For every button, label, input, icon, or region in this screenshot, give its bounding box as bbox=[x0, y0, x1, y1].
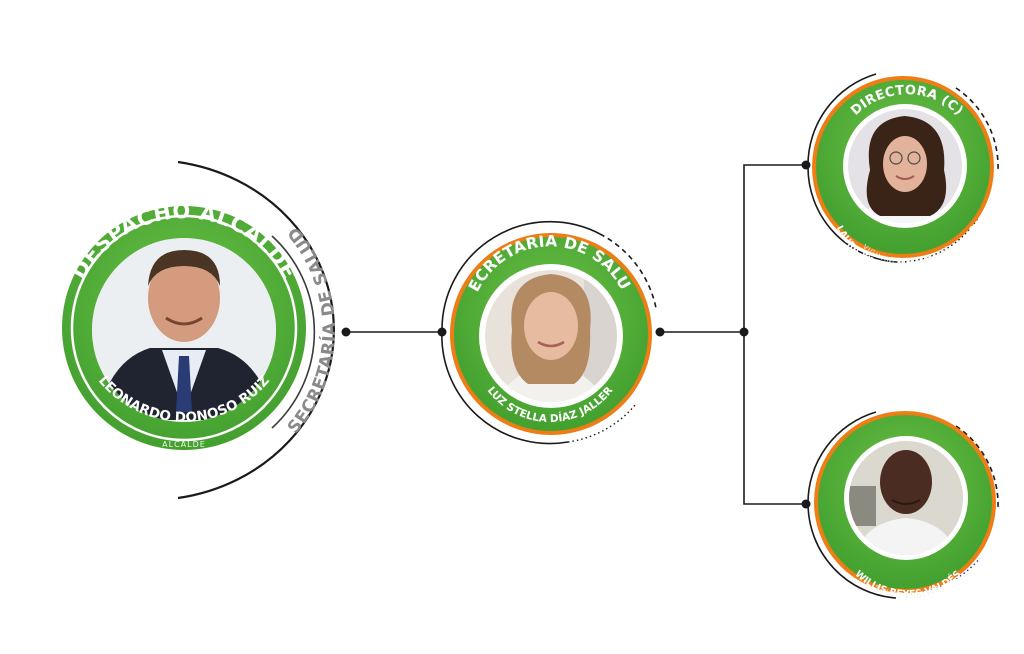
line-branch-directors bbox=[743, 164, 806, 505]
dot-director bbox=[801, 499, 811, 509]
dot-secretaria-right bbox=[655, 327, 665, 337]
outer-arc-solid bbox=[807, 73, 897, 263]
outer-arc-solid bbox=[441, 220, 601, 445]
node-directora[interactable]: DIRECTORA (C) LAURA XIMENA MARTÍNEZ ARTU… bbox=[807, 73, 999, 276]
outer-arc-dashed bbox=[955, 425, 999, 509]
dot-despacho bbox=[341, 327, 351, 337]
dot-directora bbox=[801, 160, 811, 170]
dot-branch bbox=[739, 327, 749, 337]
avatar-leonardo bbox=[92, 238, 276, 422]
outer-arc-dashed bbox=[955, 87, 999, 171]
despacho-role: ALCALDE bbox=[162, 440, 206, 449]
avatar-laura bbox=[848, 109, 962, 223]
node-director[interactable]: DIRECTOR WILLIS REYES VALDÉS SALUD PÚBLI… bbox=[807, 378, 999, 600]
outer-arc-dashed bbox=[599, 233, 657, 309]
white-rim bbox=[70, 214, 298, 442]
outer-arc-solid bbox=[807, 411, 897, 599]
node-despacho-alcalde[interactable]: DESPACHO ALCALDE LEONARDO DONOSO RUIZ AL… bbox=[62, 160, 340, 500]
director-title: DIRECTOR bbox=[866, 378, 950, 403]
inner-arc bbox=[271, 235, 316, 429]
outer-arc bbox=[177, 160, 335, 500]
avatar-luz-stella bbox=[485, 270, 617, 402]
